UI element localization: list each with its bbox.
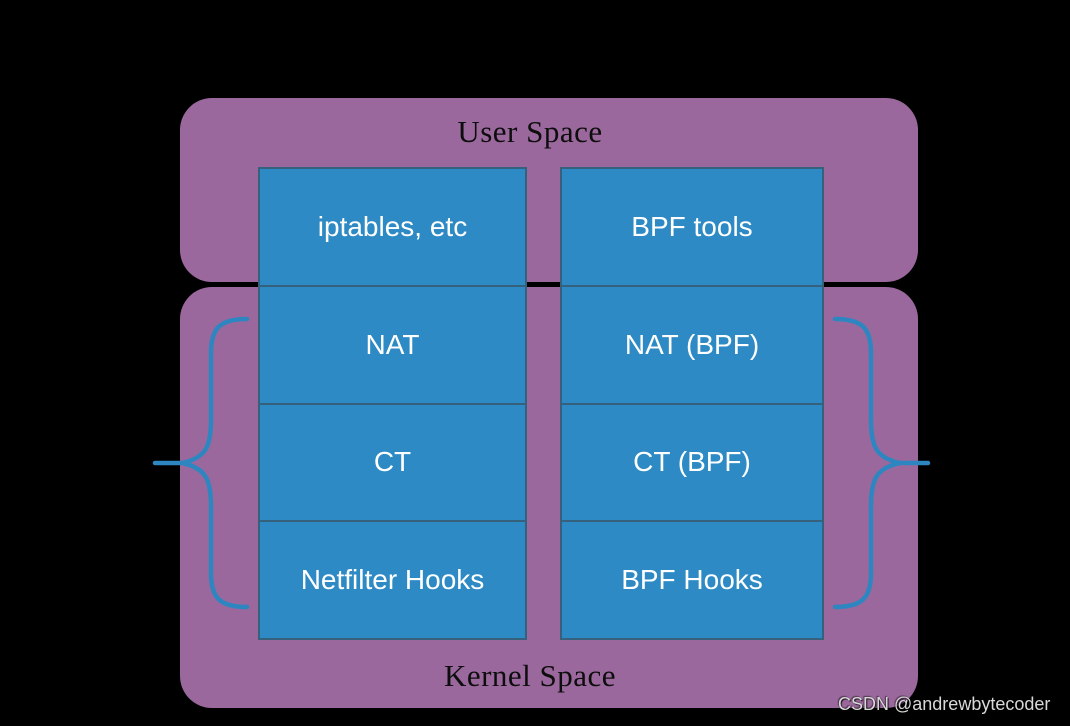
netfilter-stack-column: iptables, etc NAT CT Netfilter Hooks [258, 167, 527, 640]
box-bpf-tools: BPF tools [631, 210, 753, 242]
bpf-stack-column: BPF tools NAT (BPF) CT (BPF) BPF Hooks [560, 167, 824, 640]
user-space-title: User Space [457, 114, 603, 149]
box-nat-bpf: NAT (BPF) [562, 284, 822, 403]
kernel-space-title: Kernel Space [443, 658, 617, 693]
box-ct: CT [260, 402, 525, 521]
box-ct-bpf: CT (BPF) [562, 402, 822, 521]
box-iptables: iptables, etc [317, 210, 468, 242]
box-netfilter-hooks: Netfilter Hooks [260, 520, 525, 638]
box-bpf-hooks: BPF Hooks [562, 520, 822, 638]
box-nat: NAT [260, 284, 525, 403]
watermark: CSDN @andrewbytecoder [838, 694, 1051, 714]
